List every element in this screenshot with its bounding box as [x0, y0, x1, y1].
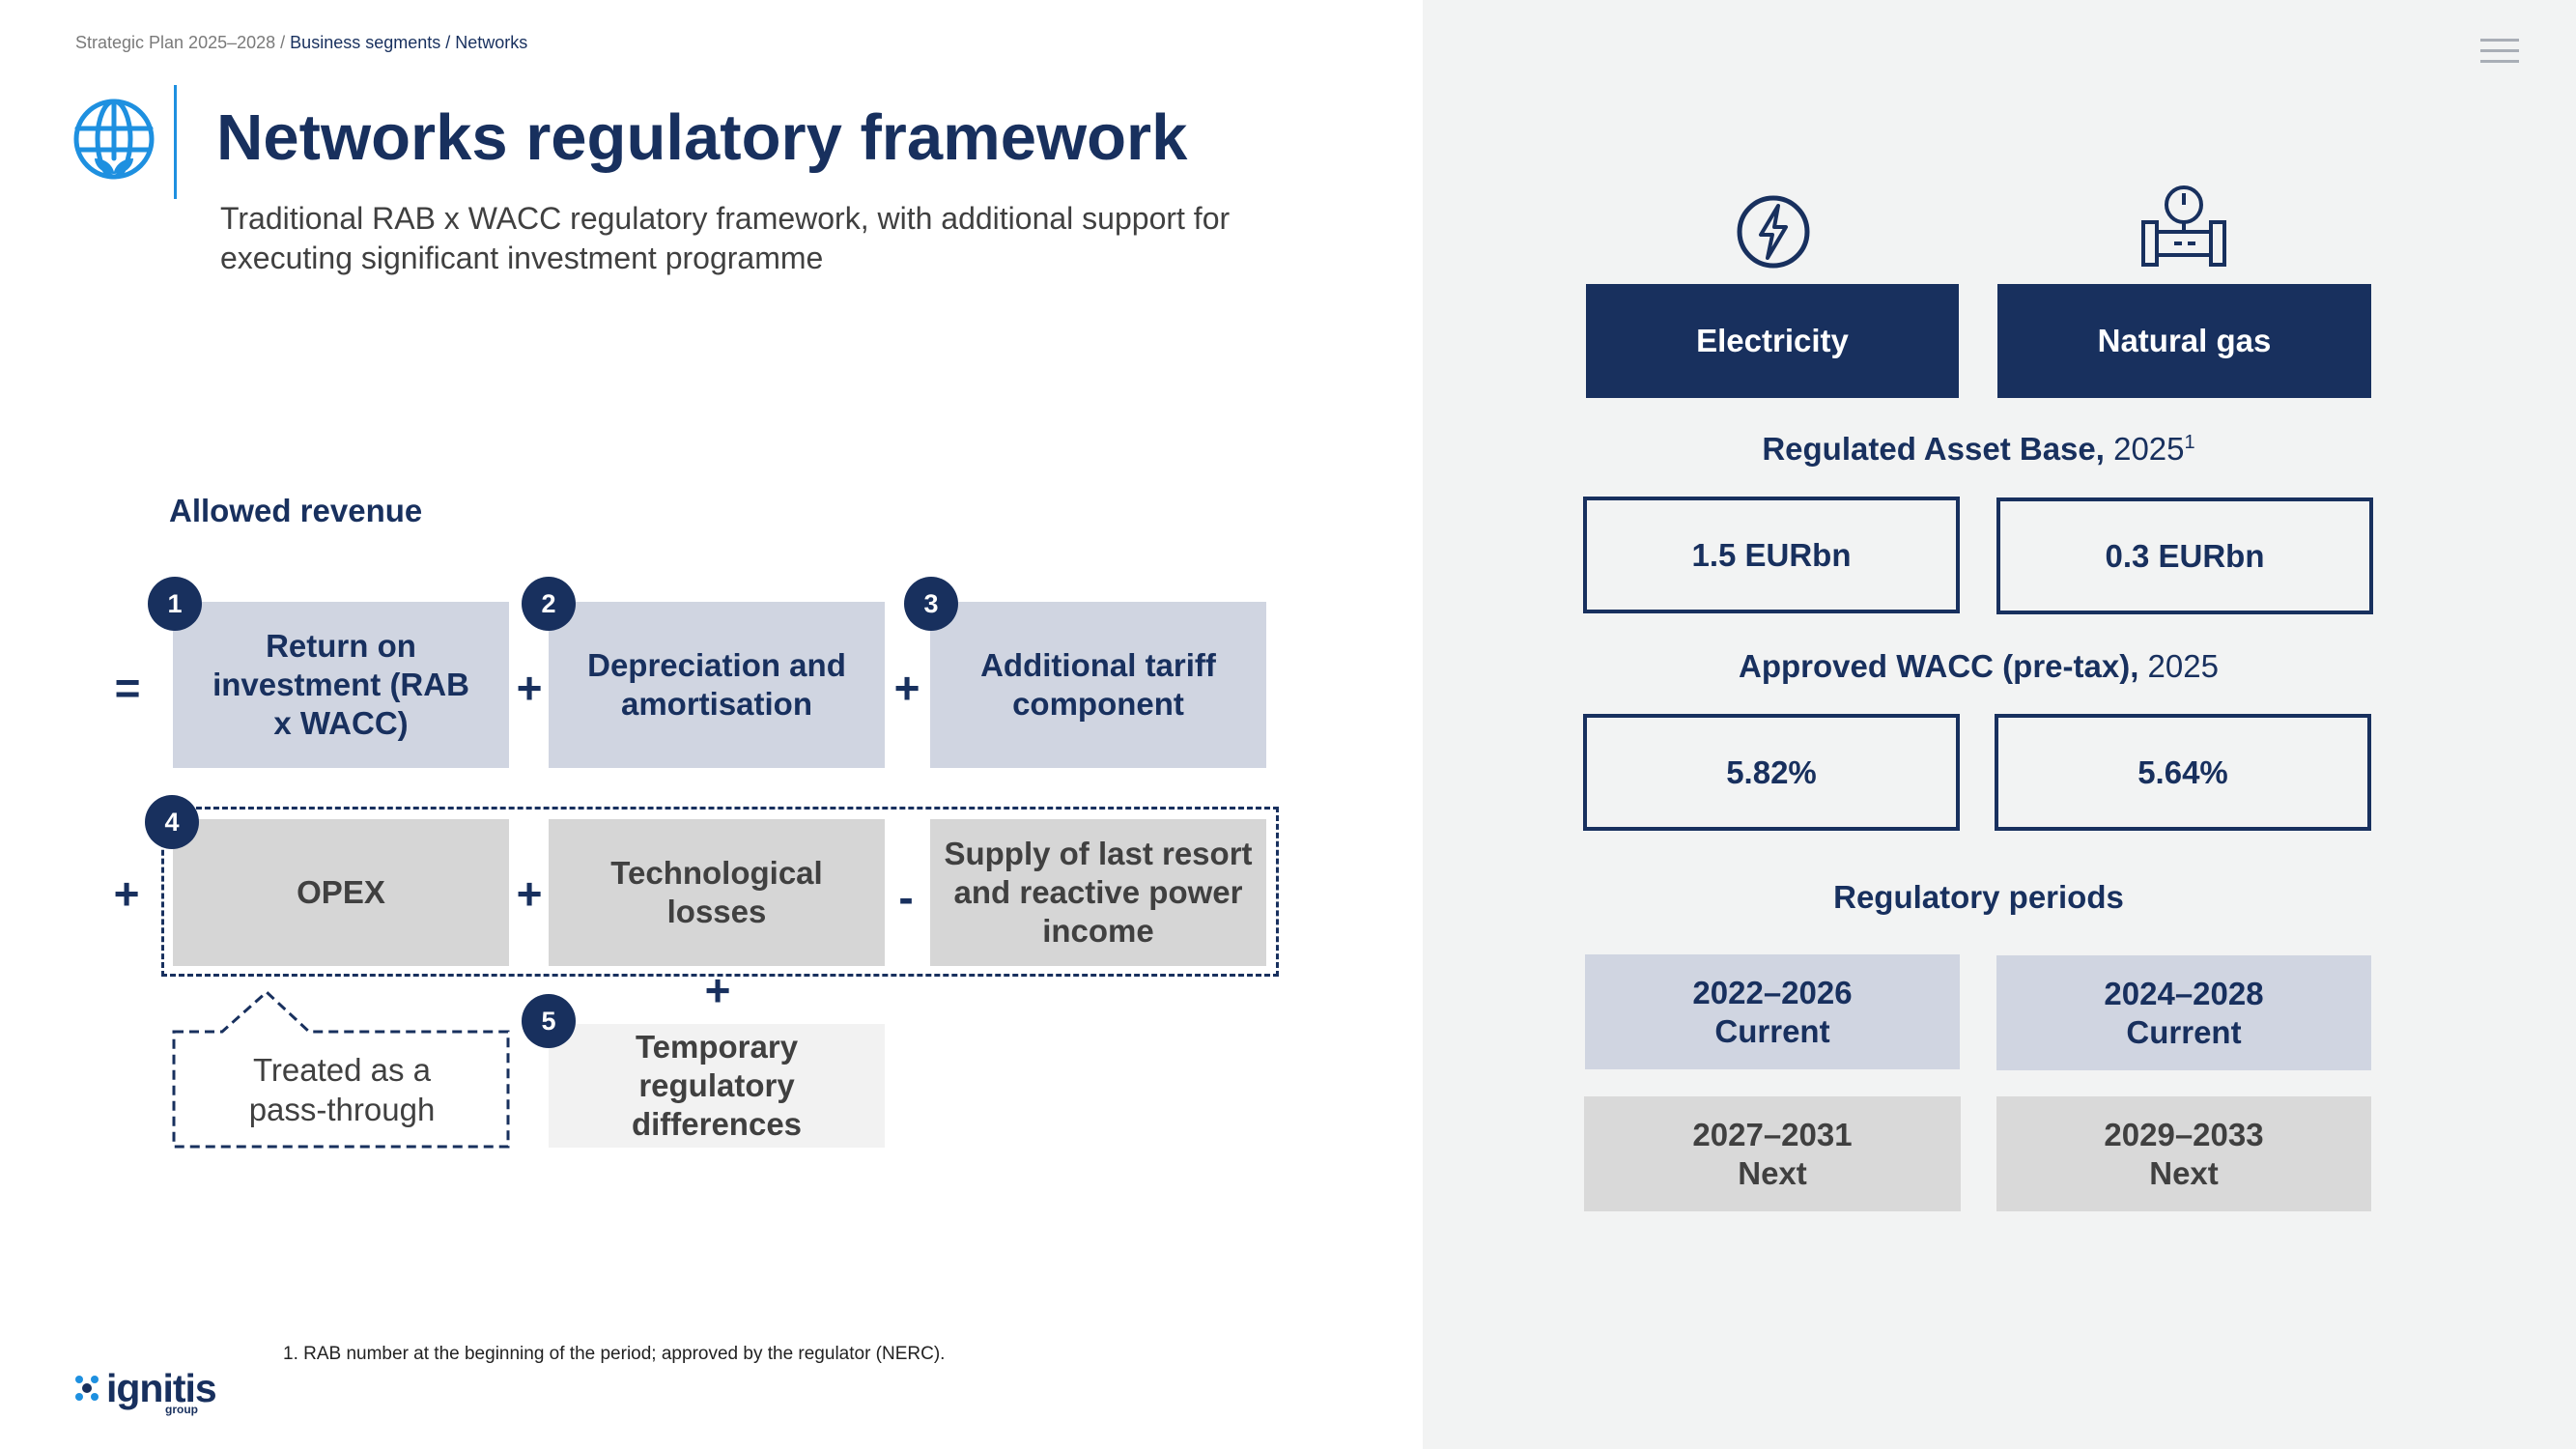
minus-sign: -	[898, 872, 914, 923]
technological-losses-box: Technological losses	[549, 819, 885, 966]
temporary-differences-box: Temporary regulatory differences	[549, 1024, 885, 1148]
cost-group-dashed-border	[161, 807, 1279, 977]
badge-5: 5	[522, 994, 576, 1048]
supply-last-resort-box: Supply of last resort and reactive power…	[930, 819, 1266, 966]
breadcrumb-root[interactable]: Strategic Plan 2025–2028 /	[75, 33, 291, 52]
gas-next-period: 2029–2033 Next	[1996, 1096, 2371, 1211]
electricity-header: Electricity	[1586, 284, 1959, 398]
period-years: 2027–2031	[1692, 1116, 1853, 1152]
temporary-differences-text: Temporary regulatory differences	[631, 1029, 803, 1142]
gas-rab-value: 0.3 EURbn	[1996, 497, 2373, 614]
period-years: 2024–2028	[2104, 975, 2264, 1011]
electricity-current-period: 2022–2026 Current	[1585, 954, 1960, 1069]
lightning-icon	[1737, 195, 1810, 269]
wacc-label-year: 2025	[2138, 648, 2219, 684]
gas-current-period: 2024–2028 Current	[1996, 955, 2371, 1070]
gas-wacc-value: 5.64%	[1995, 714, 2371, 831]
opex-text: OPEX	[297, 874, 385, 910]
plus-sign-5: +	[704, 965, 731, 1015]
depreciation-box: Depreciation and amortisation	[549, 602, 885, 768]
period-years: 2029–2033	[2104, 1116, 2264, 1152]
plus-sign-1: +	[516, 663, 543, 713]
regulatory-periods-label: Regulatory periods	[1833, 879, 2124, 915]
rab-footnote-ref: 1	[2184, 432, 2195, 453]
breadcrumb: Strategic Plan 2025–2028 / Business segm…	[75, 33, 527, 53]
badge-2: 2	[522, 577, 576, 631]
rab-label-bold: Regulated Asset Base,	[1762, 431, 2105, 467]
period-status: Next	[2149, 1154, 2219, 1191]
rab-label-year: 2025	[2104, 431, 2185, 467]
technological-losses-text: Technological losses	[610, 855, 823, 929]
ignitis-logo-sub: group	[165, 1403, 198, 1416]
badge-4: 4	[145, 795, 199, 849]
rab-label: Regulated Asset Base, 20251	[1586, 431, 2371, 468]
electricity-rab-value: 1.5 EURbn	[1583, 497, 1960, 613]
badge-3: 3	[904, 577, 958, 631]
globe-leaf-icon	[73, 99, 155, 180]
period-status: Current	[1714, 1012, 1830, 1049]
supply-last-resort-text: Supply of last resort and reactive power…	[944, 836, 1253, 949]
ignitis-logo-mark-icon	[75, 1376, 99, 1401]
plus-sign-2: +	[893, 663, 920, 713]
wacc-label-bold: Approved WACC (pre-tax),	[1739, 648, 2139, 684]
allowed-revenue-label: Allowed revenue	[169, 493, 423, 528]
pass-through-callout-shape	[172, 989, 510, 1149]
natural-gas-header: Natural gas	[1997, 284, 2371, 398]
return-on-investment-box: Return on investment (RAB x WACC)	[173, 602, 509, 768]
gas-pipe-icon	[2141, 185, 2226, 267]
title-accent-bar	[174, 85, 177, 199]
pass-through-callout-text: Treated as a pass-through	[176, 1034, 508, 1145]
footnote: 1. RAB number at the beginning of the pe…	[283, 1344, 946, 1364]
period-status: Current	[2126, 1013, 2242, 1050]
badge-1: 1	[148, 577, 202, 631]
plus-sign-3: +	[113, 868, 140, 919]
page-subtitle: Traditional RAB x WACC regulatory framew…	[220, 201, 1231, 275]
opex-box: OPEX	[173, 819, 509, 966]
breadcrumb-current[interactable]: Business segments / Networks	[290, 33, 528, 52]
period-status: Next	[1738, 1154, 1807, 1191]
pass-through-text: Treated as a pass-through	[248, 1051, 436, 1127]
wacc-label: Approved WACC (pre-tax), 2025	[1586, 648, 2371, 685]
return-on-investment-text: Return on investment (RAB x WACC)	[212, 628, 469, 741]
additional-tariff-box: Additional tariff component	[930, 602, 1266, 768]
page-title: Networks regulatory framework	[216, 101, 1188, 174]
depreciation-text: Depreciation and amortisation	[587, 647, 846, 722]
electricity-next-period: 2027–2031 Next	[1584, 1096, 1961, 1211]
additional-tariff-text: Additional tariff component	[980, 647, 1216, 722]
hamburger-menu-icon[interactable]	[2480, 39, 2519, 64]
ignitis-logo-text: ignitis	[106, 1366, 217, 1410]
plus-sign-4: +	[516, 868, 543, 919]
electricity-wacc-value: 5.82%	[1583, 714, 1960, 831]
equals-sign: =	[114, 663, 141, 713]
period-years: 2022–2026	[1692, 974, 1853, 1010]
